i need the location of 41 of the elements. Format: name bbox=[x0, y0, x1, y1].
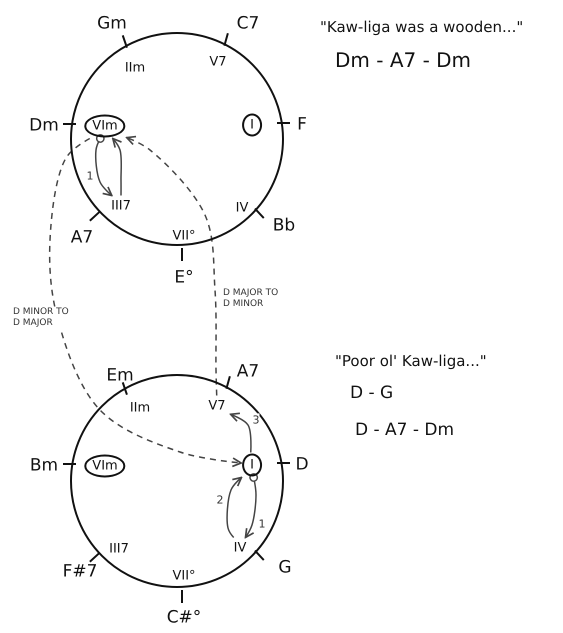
chord-progression: Dm - A7 - Dm bbox=[335, 48, 472, 72]
scale-degree: V7 bbox=[205, 52, 231, 72]
chord-name: Bm bbox=[30, 458, 58, 474]
circled-scale-degree: VIm bbox=[84, 114, 126, 138]
lyric-text: "Poor ol' Kaw-liga..." bbox=[335, 352, 487, 370]
edge-label: 3 bbox=[252, 413, 260, 427]
arrow bbox=[230, 412, 252, 453]
scale-degree: VII° bbox=[168, 566, 200, 586]
chord-name: Em bbox=[106, 368, 134, 384]
scale-degree: IV bbox=[230, 538, 250, 558]
scale-degree: III7 bbox=[107, 196, 135, 216]
scale-degree: VII° bbox=[168, 226, 200, 246]
scale-degree: IIm bbox=[120, 58, 150, 78]
arrow bbox=[244, 473, 258, 538]
dashed-arrow bbox=[126, 136, 218, 396]
chord-name: Bb bbox=[272, 218, 296, 234]
chord-name: C7 bbox=[236, 16, 260, 32]
arrow bbox=[226, 476, 242, 538]
chord-name: G bbox=[278, 560, 292, 576]
chord-progression: D - G bbox=[350, 383, 394, 403]
scale-degree: IIm bbox=[126, 398, 154, 418]
chord-name: A7 bbox=[236, 364, 260, 380]
circled-scale-degree: I bbox=[242, 114, 262, 136]
chord-name: Gm bbox=[97, 16, 127, 32]
chord-name: C#° bbox=[166, 610, 202, 626]
chord-progression: D - A7 - Dm bbox=[355, 420, 454, 440]
scale-degree: III7 bbox=[105, 540, 133, 558]
scale-degree: IV bbox=[232, 198, 252, 218]
chord-name: Dm bbox=[29, 118, 59, 134]
chord-name: F#7 bbox=[62, 564, 98, 580]
chord-name: D bbox=[295, 456, 309, 474]
chord-name: E° bbox=[174, 270, 194, 286]
lyric-text: "Kaw-liga was a wooden..." bbox=[320, 18, 524, 36]
dashed-arrow bbox=[48, 138, 242, 468]
chord-name: A7 bbox=[70, 230, 94, 246]
arrow bbox=[94, 134, 113, 196]
arrow bbox=[112, 138, 122, 196]
circled-scale-degree: VIm bbox=[84, 454, 126, 478]
circled-scale-degree: I bbox=[242, 454, 262, 476]
scale-degree: V7 bbox=[204, 396, 230, 416]
chord-name: F bbox=[297, 116, 307, 134]
